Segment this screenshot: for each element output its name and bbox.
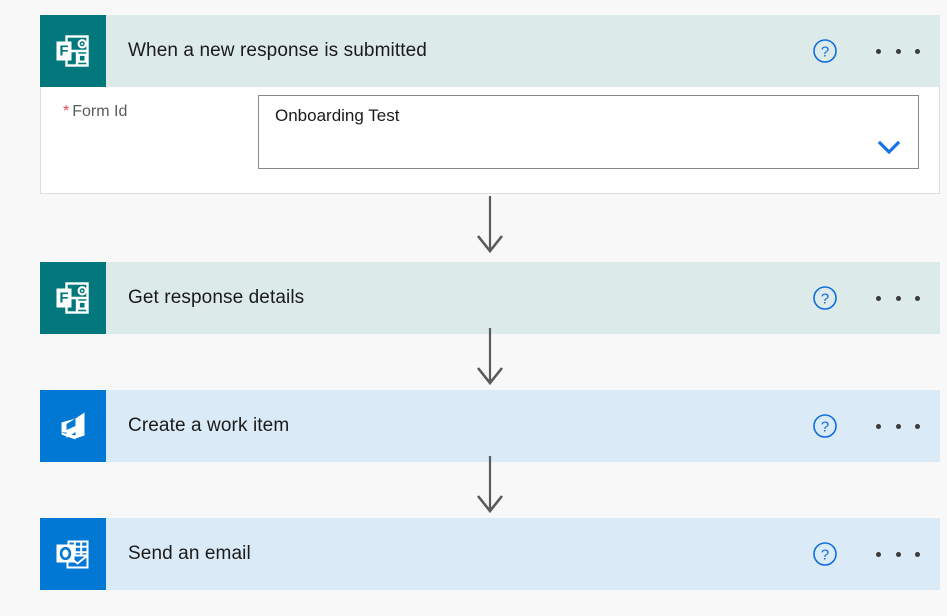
ellipsis-dot: [876, 295, 881, 301]
ellipsis-dot: [876, 423, 881, 429]
form-id-label: *Form Id: [63, 103, 127, 121]
ellipsis-dot: [895, 551, 901, 557]
ellipsis-dot: [915, 551, 920, 557]
flow-step-header-actions: ?: [812, 285, 940, 311]
flow-step-header-actions: ?: [812, 541, 940, 567]
flow-step-header-actions: ?: [812, 38, 940, 64]
svg-text:?: ?: [821, 419, 829, 436]
microsoft-forms-icon: F: [40, 15, 106, 87]
more-options-icon[interactable]: [876, 551, 920, 557]
ellipsis-dot: [915, 295, 920, 301]
ellipsis-dot: [895, 423, 901, 429]
flow-connector-arrow-1: [474, 196, 506, 258]
flow-connector-arrow-2: [474, 328, 506, 390]
flow-step-title: When a new response is submitted: [128, 40, 427, 61]
azure-devops-icon: [40, 390, 106, 462]
more-options-icon[interactable]: [876, 423, 920, 429]
flow-step-header-3[interactable]: Create a work item ?: [40, 390, 940, 462]
outlook-icon: [40, 518, 106, 590]
flow-step-title: Get response details: [128, 287, 305, 308]
svg-text:?: ?: [821, 547, 829, 564]
microsoft-forms-icon: F: [40, 262, 106, 334]
svg-text:F: F: [59, 43, 68, 60]
flow-step-header-2[interactable]: F Get response details ?: [40, 262, 940, 334]
ellipsis-dot: [915, 423, 920, 429]
more-options-icon[interactable]: [876, 295, 920, 301]
ellipsis-dot: [895, 295, 901, 301]
svg-text:?: ?: [821, 44, 829, 61]
flow-step-title: Send an email: [128, 543, 251, 564]
form-id-dropdown[interactable]: Onboarding Test: [258, 95, 919, 169]
flow-step-header-4[interactable]: Send an email ?: [40, 518, 940, 590]
chevron-down-icon[interactable]: [874, 138, 904, 158]
form-id-field-row: *Form Id Onboarding Test: [41, 87, 939, 193]
svg-text:F: F: [59, 290, 68, 307]
flow-step-header-actions: ?: [812, 413, 940, 439]
flow-step-card-2[interactable]: F Get response details ?: [40, 262, 940, 334]
ellipsis-dot: [876, 48, 881, 54]
svg-text:?: ?: [821, 291, 829, 308]
flow-step-title: Create a work item: [128, 415, 290, 436]
required-asterisk: *: [63, 103, 70, 120]
flow-step-card-3[interactable]: Create a work item ?: [40, 390, 940, 462]
ellipsis-dot: [895, 48, 901, 54]
form-id-value: Onboarding Test: [275, 106, 400, 125]
ellipsis-dot: [876, 551, 881, 557]
more-options-icon[interactable]: [876, 48, 920, 54]
help-icon[interactable]: ?: [812, 541, 838, 567]
flow-connector-arrow-3: [474, 456, 506, 518]
ellipsis-dot: [915, 48, 920, 54]
help-icon[interactable]: ?: [812, 38, 838, 64]
form-id-label-text: Form Id: [72, 103, 128, 120]
flow-step-card-1[interactable]: F When a new response is submitted ?: [40, 15, 940, 194]
flow-step-body-1: *Form Id Onboarding Test: [40, 87, 940, 194]
help-icon[interactable]: ?: [812, 413, 838, 439]
flow-step-card-4[interactable]: Send an email ?: [40, 518, 940, 590]
help-icon[interactable]: ?: [812, 285, 838, 311]
flow-step-header-1[interactable]: F When a new response is submitted ?: [40, 15, 940, 87]
